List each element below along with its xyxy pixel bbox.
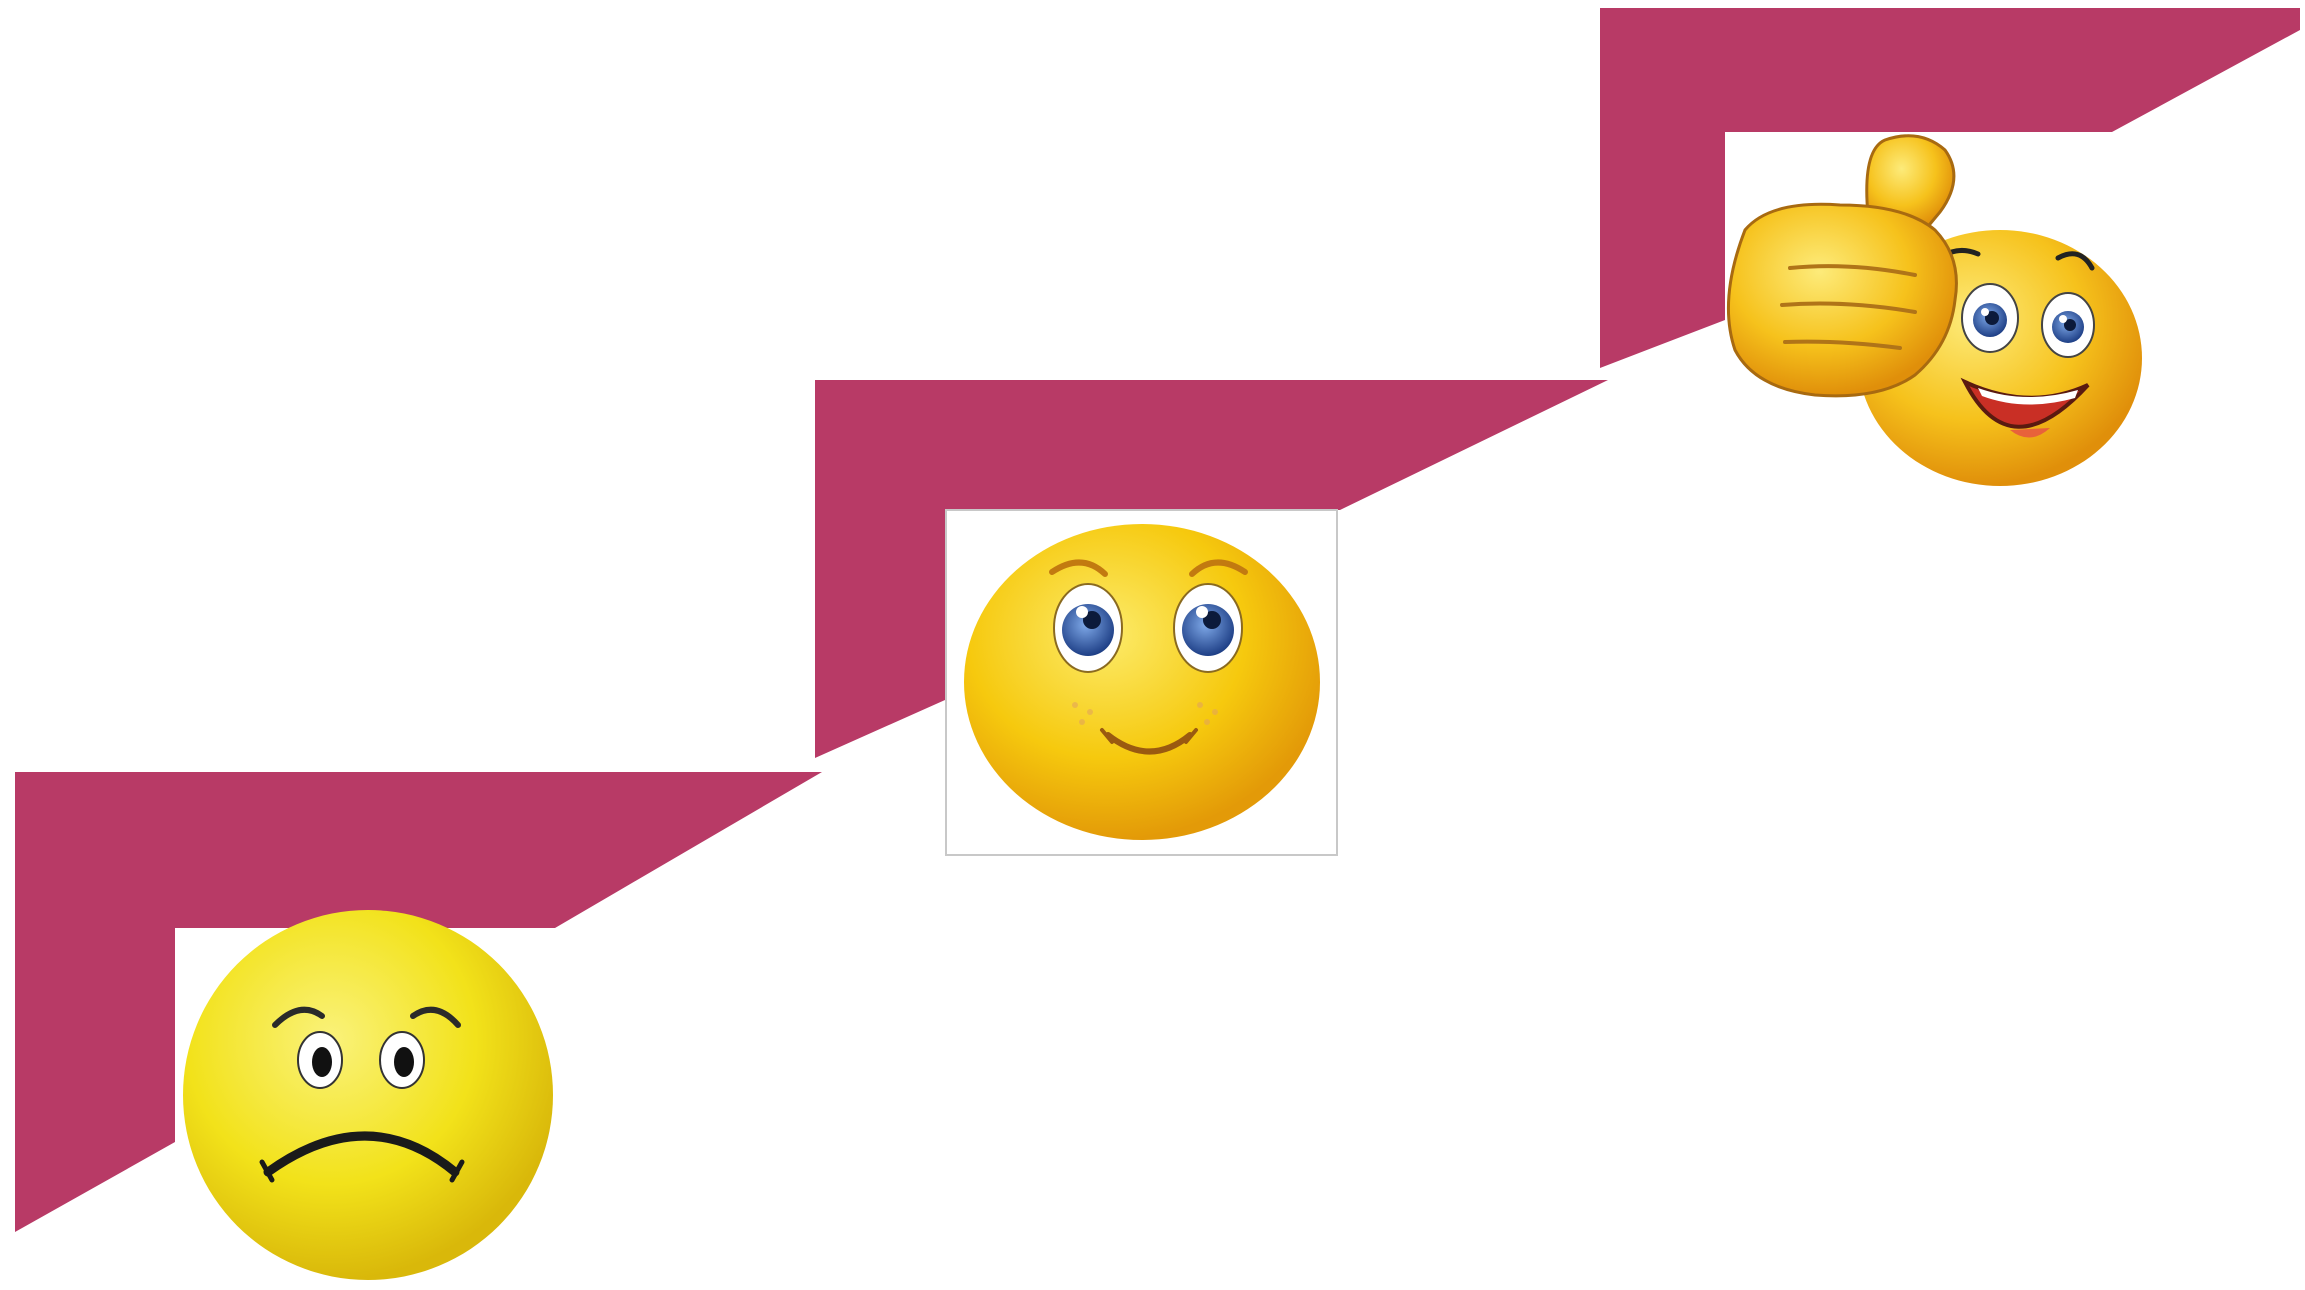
- thumbs-up-face-icon: [1728, 136, 2142, 486]
- content-face-icon: [946, 510, 1337, 855]
- sad-face-icon: [183, 910, 553, 1280]
- fist: [1728, 204, 1956, 396]
